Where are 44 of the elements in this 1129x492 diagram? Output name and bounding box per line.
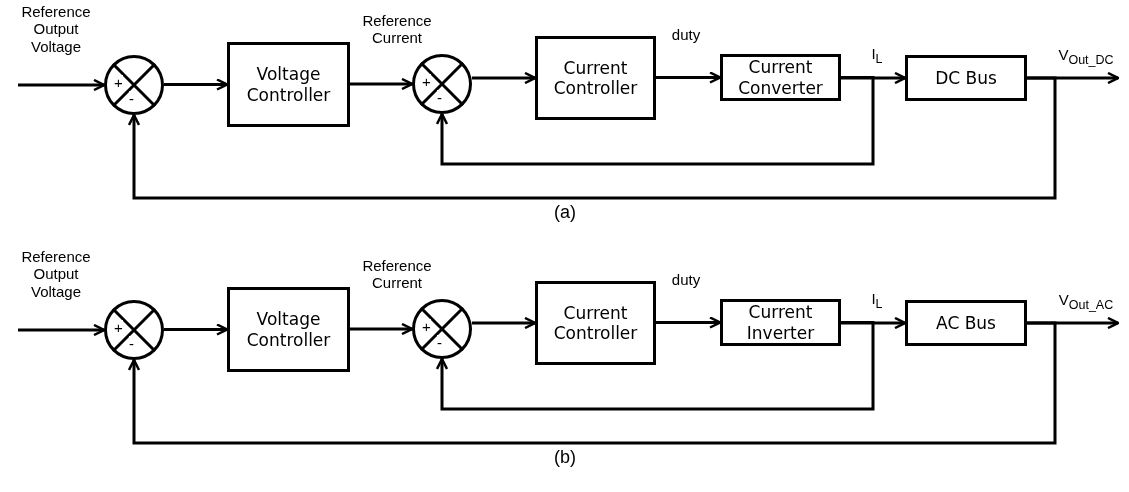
edge-label: V$_{Out_AC}$ [1057,291,1115,313]
arrow [18,323,106,337]
arrow [350,322,414,336]
process-box: Current Inverter [720,299,841,346]
arrow [656,71,722,84]
sign-label: + [422,74,431,89]
edge-label: Reference Output Voltage [20,3,92,55]
sign-label: + [114,75,123,90]
edge-label: Reference Current [361,12,433,47]
process-box: DC Bus [905,55,1027,101]
arrow [841,316,907,330]
edge-label: duty [670,26,702,44]
sign-label: + [114,320,123,335]
arrow [656,316,722,329]
arrow [472,71,537,85]
arrow [127,76,1057,200]
arrow [472,316,537,330]
arrow [164,78,229,91]
panel-caption: (b) [553,447,577,468]
edge-label: Reference Output Voltage [20,248,92,300]
process-box: Voltage Controller [227,287,350,372]
panel-caption: (a) [553,202,577,223]
summing-junction [412,54,472,114]
process-box: Voltage Controller [227,42,350,127]
arrow [841,71,907,85]
arrow [127,321,1057,445]
arrow [435,321,875,411]
process-box: Current Controller [535,36,656,120]
summing-junction [104,300,164,360]
summing-junction [412,299,472,359]
edge-label: Reference Current [361,257,433,292]
sign-label: + [422,319,431,334]
summing-junction [104,55,164,115]
edge-label: duty [670,271,702,289]
process-box: Current Converter [720,54,841,101]
process-box: AC Bus [905,300,1027,346]
arrow [164,323,229,336]
edge-label: I$_{L}$ [870,45,884,67]
process-box: Current Controller [535,281,656,365]
arrow [18,78,106,92]
arrow [350,77,414,91]
edge-label: V$_{Out_DC}$ [1057,46,1115,68]
arrow [435,76,875,166]
edge-label: I$_{L}$ [870,290,884,312]
